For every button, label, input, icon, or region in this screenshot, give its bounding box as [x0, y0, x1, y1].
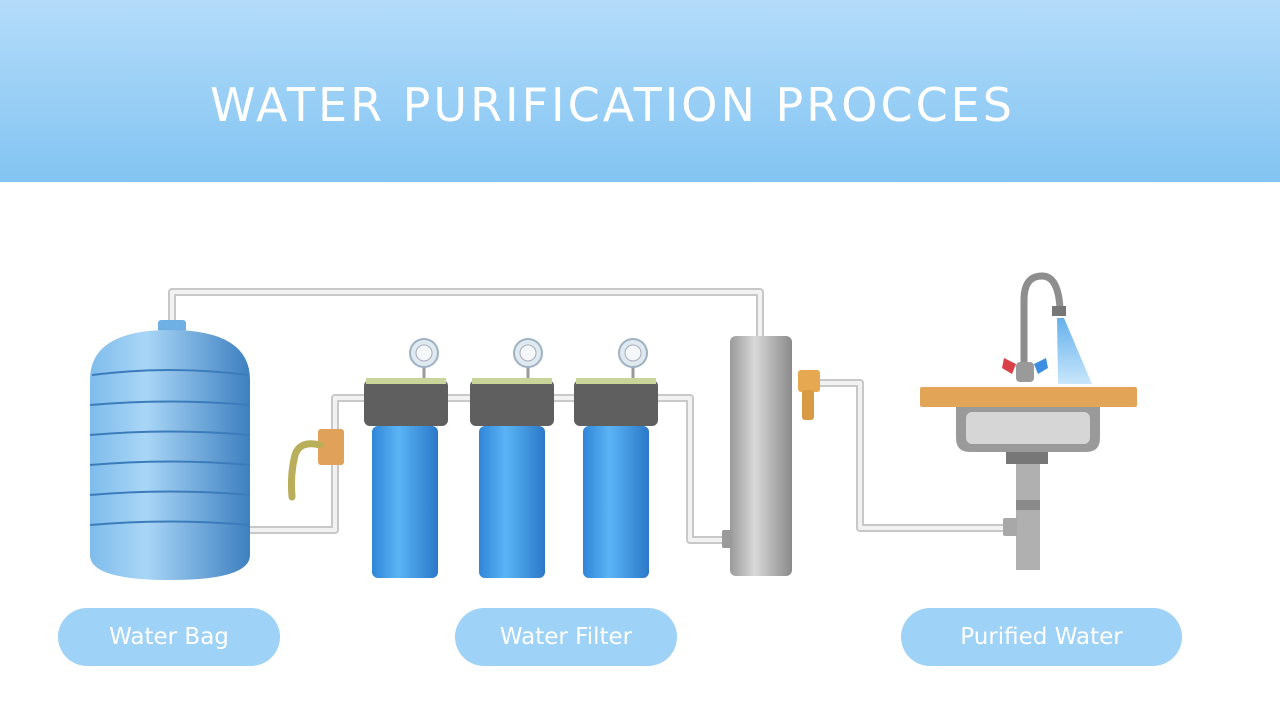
membrane-column [722, 336, 820, 576]
filter-cartridge-1 [364, 338, 448, 578]
filter-cartridge-2 [470, 338, 554, 578]
page-title: WATER PURIFICATION PROCCES [210, 78, 1015, 132]
label-water-bag: Water Bag [58, 608, 280, 666]
water-tank-icon [89, 320, 251, 580]
purification-illustration [89, 272, 1137, 580]
filter-cartridge-3 [574, 338, 658, 578]
label-text: Purified Water [960, 624, 1123, 650]
header-banner: WATER PURIFICATION PROCCES [0, 0, 1280, 182]
valve-icon [287, 429, 344, 501]
label-water-filter: Water Filter [455, 608, 677, 666]
label-purified-water: Purified Water [901, 608, 1182, 666]
sink-icon [920, 272, 1137, 570]
label-text: Water Filter [499, 624, 633, 650]
label-text: Water Bag [109, 624, 229, 650]
